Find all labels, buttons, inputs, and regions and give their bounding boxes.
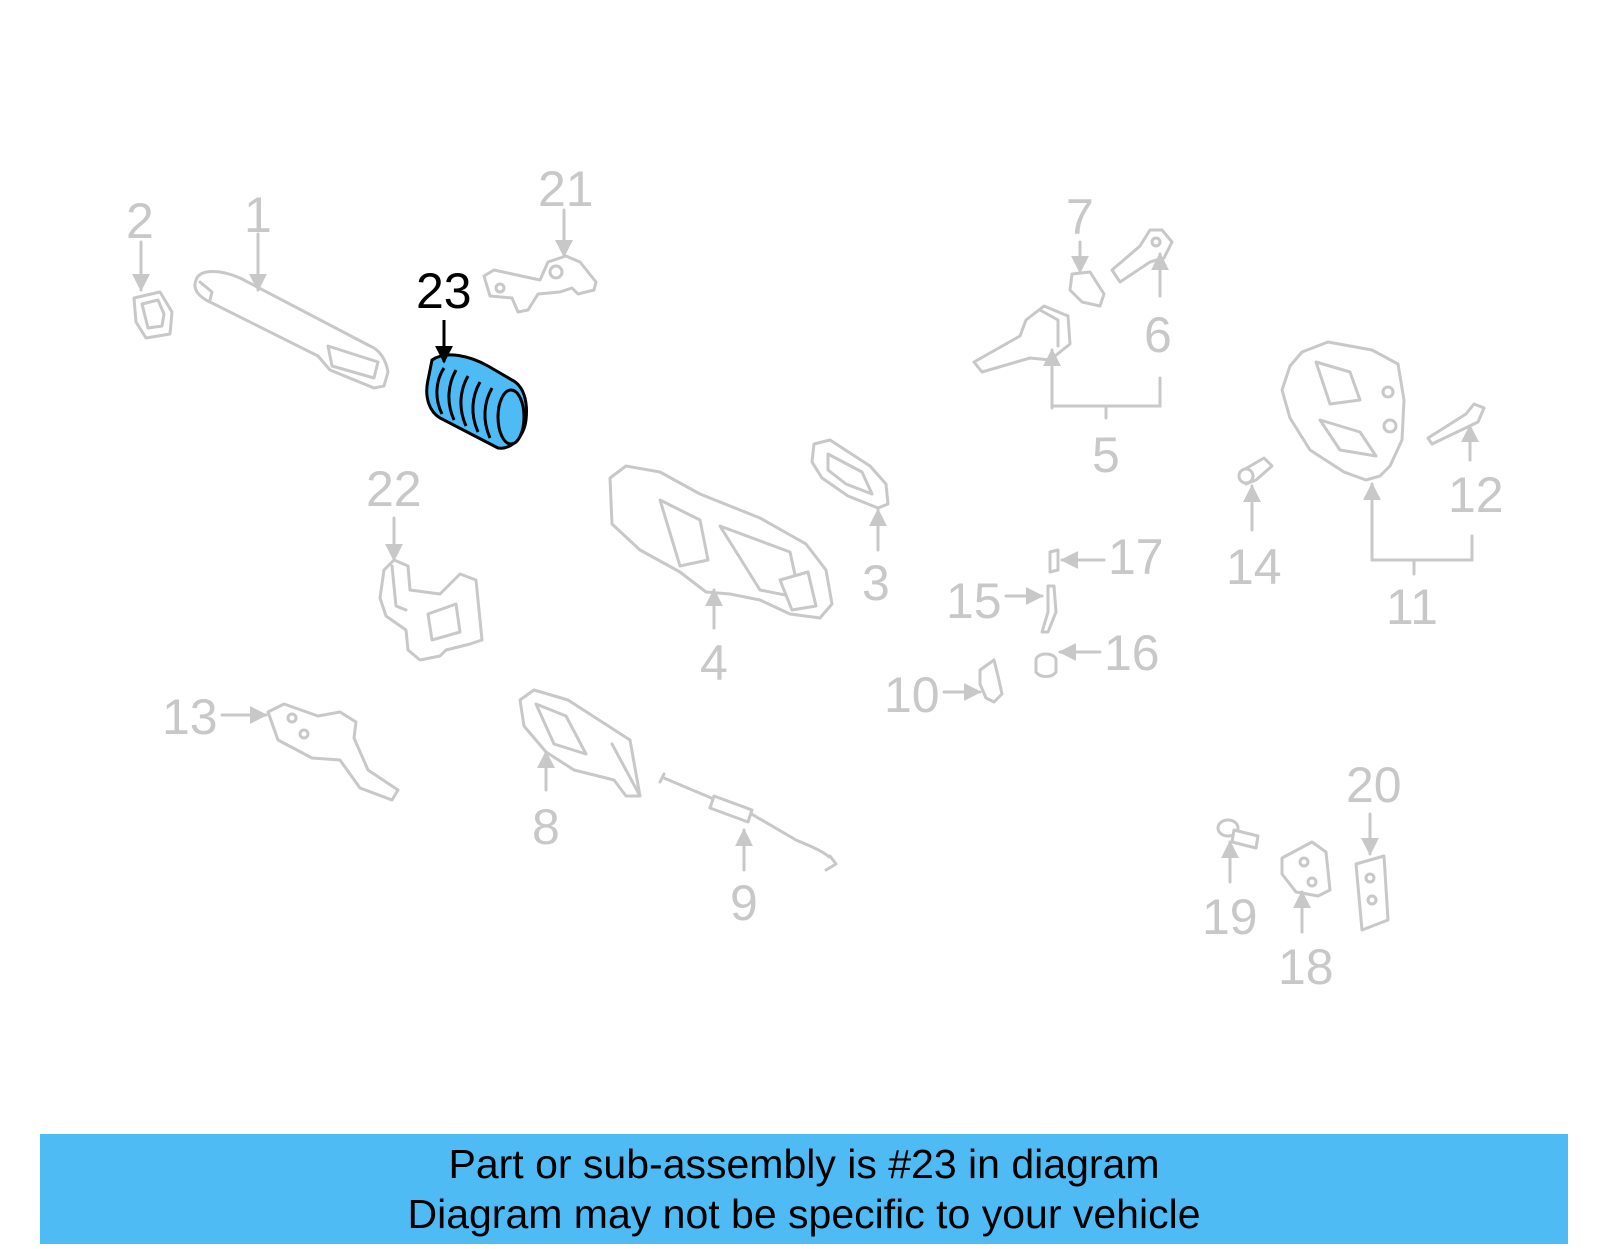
part-9-cable — [658, 772, 838, 872]
part-7-clip — [1068, 270, 1106, 308]
part-2-bezel — [132, 290, 174, 340]
part-20-striker-plate — [1354, 854, 1390, 932]
callout-10: 10 — [884, 667, 940, 723]
callout-1: 1 — [244, 187, 272, 243]
callout-18: 18 — [1278, 939, 1334, 995]
bracket-11 — [1370, 534, 1474, 576]
part-4-handle-housing — [608, 464, 834, 620]
part-16-clip — [1034, 652, 1058, 678]
part-21-bracket — [482, 254, 598, 314]
callout-16: 16 — [1104, 625, 1160, 681]
part-5-lock-cylinder — [972, 304, 1072, 374]
part-18-plate — [1280, 840, 1332, 898]
part-12-screw — [1426, 402, 1486, 446]
banner-line-1: Part or sub-assembly is #23 in diagram — [448, 1141, 1160, 1187]
callout-23: 23 — [416, 263, 472, 319]
callout-15: 15 — [946, 573, 1002, 629]
bracket-5 — [1050, 376, 1162, 420]
part-17-pin — [1048, 548, 1060, 574]
callout-4: 4 — [700, 635, 728, 691]
callout-14: 14 — [1226, 539, 1282, 595]
part-3-bezel — [810, 438, 890, 510]
callout-8: 8 — [532, 799, 560, 855]
callout-17: 17 — [1108, 529, 1164, 585]
part-23-bellows-highlighted — [425, 353, 528, 450]
part-22-hinge — [378, 558, 484, 662]
part-6-key — [1110, 228, 1174, 284]
info-banner: Part or sub-assembly is #23 in diagram D… — [40, 1134, 1568, 1244]
part-1-outside-handle — [193, 270, 390, 390]
part-15-rod — [1040, 584, 1058, 634]
banner-line-2: Diagram may not be specific to your vehi… — [407, 1191, 1201, 1237]
part-11-latch — [1280, 340, 1406, 482]
callout-3: 3 — [862, 555, 890, 611]
callout-22: 22 — [366, 461, 422, 517]
callout-2: 2 — [126, 193, 154, 249]
part-14-bolt — [1237, 456, 1274, 486]
part-8-inside-handle — [518, 688, 642, 798]
callout-19: 19 — [1202, 889, 1258, 945]
callout-5: 5 — [1092, 427, 1120, 483]
part-10-clip — [978, 658, 1004, 704]
part-13-lever — [266, 702, 400, 802]
callout-7: 7 — [1066, 189, 1094, 245]
part-19-bolt — [1216, 818, 1260, 850]
callout-21: 21 — [538, 161, 594, 217]
callout-9: 9 — [730, 875, 758, 931]
callout-12: 12 — [1448, 467, 1504, 523]
callout-13: 13 — [162, 689, 218, 745]
callout-20: 20 — [1346, 757, 1402, 813]
callout-6: 6 — [1144, 307, 1172, 363]
callout-11: 11 — [1386, 579, 1438, 635]
